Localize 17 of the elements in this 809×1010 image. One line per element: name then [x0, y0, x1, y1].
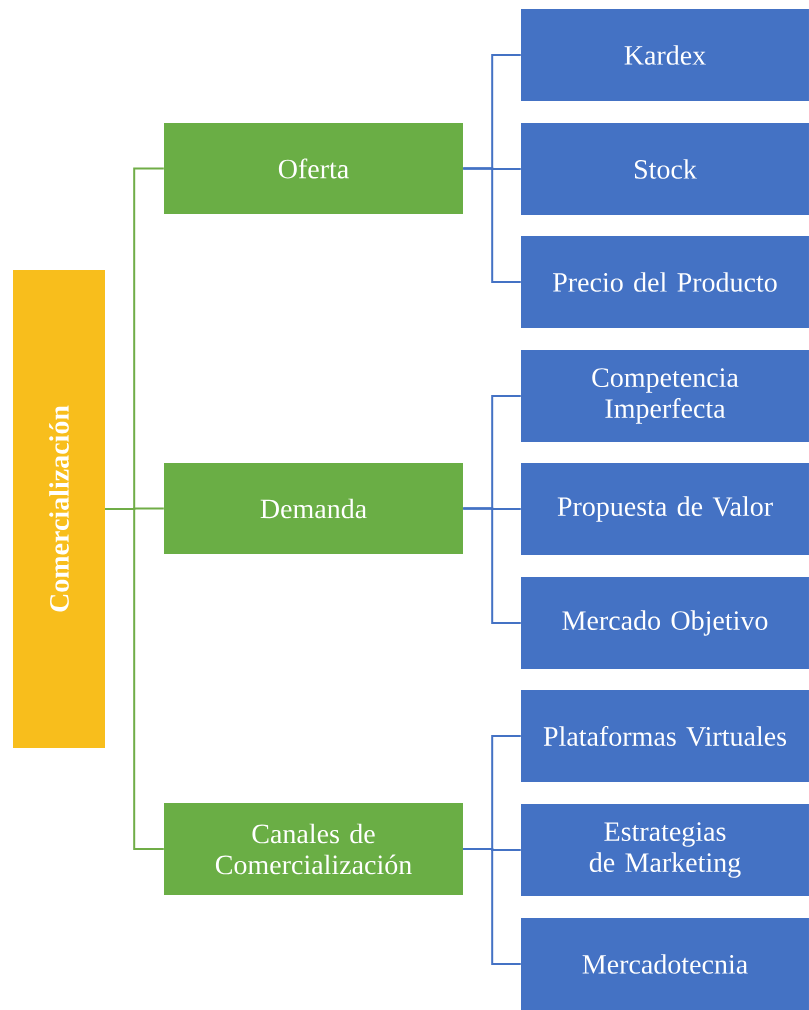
item-box: Propuesta de Valor	[521, 463, 809, 555]
category-box: Demanda	[164, 463, 463, 554]
item-box: Mercado Objetivo	[521, 577, 809, 669]
connector-line	[104, 508, 165, 850]
item-box: Mercadotecnia	[521, 918, 809, 1010]
connector-line	[462, 848, 522, 965]
item-box: Precio del Producto	[521, 236, 809, 328]
category-box: Canales de Comercialización	[164, 803, 463, 895]
connector-line	[462, 167, 522, 283]
root-box: Comercialización	[13, 270, 105, 748]
item-box: Kardex	[521, 9, 809, 101]
connector-line	[462, 507, 522, 624]
item-box: Plataformas Virtuales	[521, 690, 809, 782]
item-box: Estrategias de Marketing	[521, 804, 809, 896]
item-box: Competencia Imperfecta	[521, 350, 809, 442]
item-box: Stock	[521, 123, 809, 215]
category-box: Oferta	[164, 123, 463, 214]
